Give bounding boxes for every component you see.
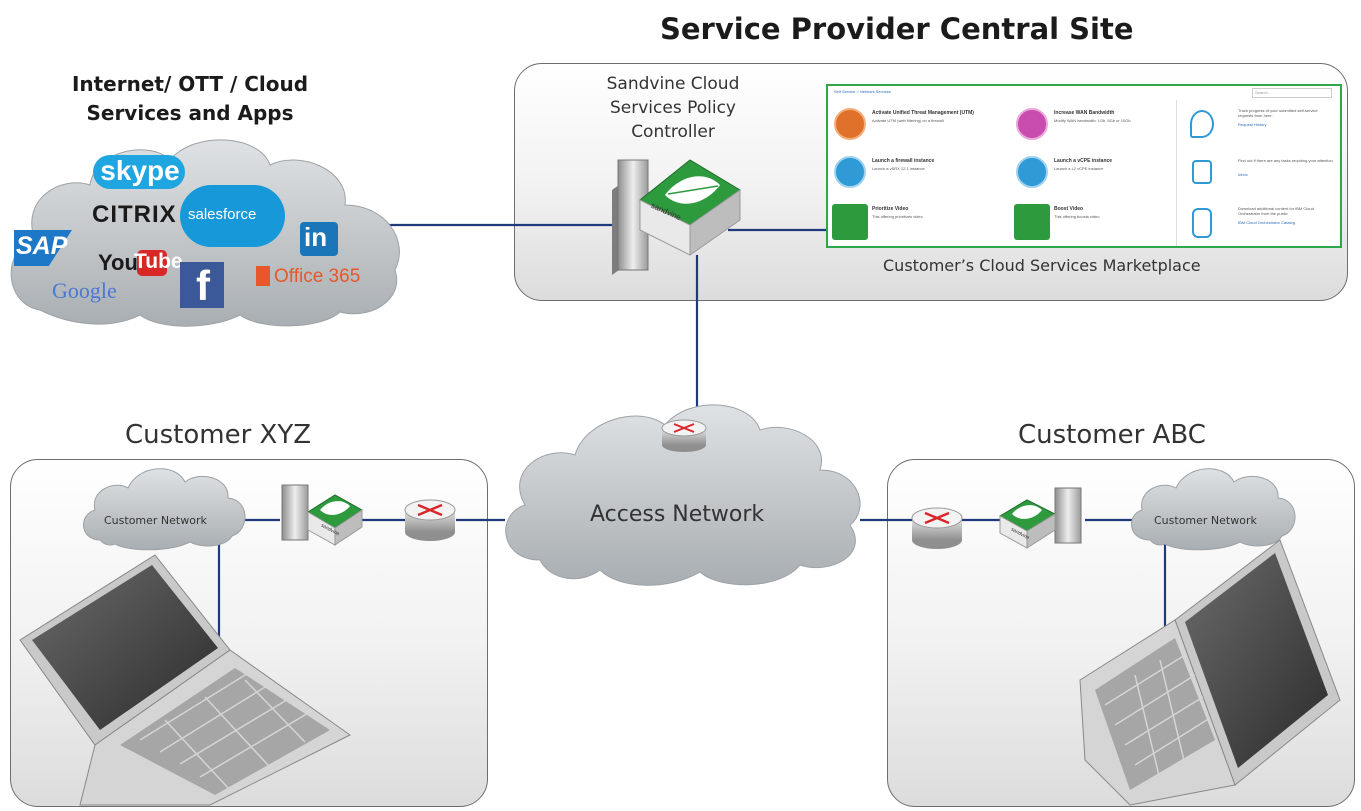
catalog-download-icon[interactable] — [1192, 208, 1212, 238]
marketplace-search-input[interactable]: Search... — [1252, 88, 1332, 98]
linkedin-logo — [300, 222, 338, 256]
marketplace-screenshot: Self Service > Network Services Search..… — [826, 84, 1342, 248]
central-site-title: Service Provider Central Site — [660, 12, 1134, 46]
controller-label-line-1: Sandvine Cloud — [606, 74, 740, 94]
linkedin-logo-text: in — [304, 222, 328, 252]
abc-laptop-icon — [1079, 539, 1341, 806]
marketplace-label: Customer’s Cloud Services Marketplace — [883, 256, 1201, 275]
vcpe-cloud-icon[interactable] — [1016, 156, 1048, 188]
inbox-icon[interactable] — [1192, 160, 1212, 184]
access-router-icon — [661, 419, 707, 452]
office365-icon — [256, 266, 270, 286]
prioritize-video-desc: This offering prioritizes video — [872, 214, 923, 219]
access-network-cloud — [505, 404, 861, 586]
controller-label: Sandvine Cloud Services Policy Controlle… — [568, 72, 778, 144]
youtube-tube-box — [137, 250, 167, 276]
youtube-tube-text: Tube — [134, 250, 183, 273]
marketplace-divider — [1176, 100, 1177, 246]
controller-label-line-3: Controller — [631, 122, 715, 142]
xyz-network-label: Customer Network — [104, 514, 207, 527]
abc-sandvine-device-icon — [998, 487, 1082, 549]
cloud-services-title: Internet/ OTT / Cloud Services and Apps — [30, 70, 350, 128]
prioritize-video-leaf-icon[interactable] — [832, 204, 868, 240]
inbox-text: Find out if there are any tasks requirin… — [1238, 158, 1334, 163]
wan-title[interactable]: Increase WAN Bandwidth — [1054, 110, 1115, 116]
office365-logo: Office 365 — [274, 266, 361, 287]
facebook-logo-text: f — [196, 262, 210, 309]
citrix-logo: CITRIX — [92, 201, 177, 228]
boost-video-title[interactable]: Boost Video — [1054, 206, 1084, 212]
controller-label-line-2: Services Policy — [610, 98, 736, 118]
abc-network-cloud — [1131, 468, 1296, 551]
request-history-text: Track progress of your submitted self-se… — [1238, 108, 1318, 118]
cloud-services-title-line-2: Services and Apps — [86, 101, 294, 125]
wan-desc: Modify WAN bandwidth: 1Gb, 5Gb or 10Gb — [1054, 118, 1131, 123]
boost-video-desc: This offering boosts video — [1054, 214, 1100, 219]
sap-logo-text: SAP — [16, 232, 68, 260]
xyz-network-cloud — [83, 468, 246, 551]
xyz-router-icon — [404, 499, 456, 541]
facebook-logo — [180, 262, 224, 308]
customer-abc-title: Customer ABC — [1018, 420, 1206, 450]
xyz-laptop-icon — [19, 554, 351, 806]
cloud-services-title-line-1: Internet/ OTT / Cloud — [71, 72, 309, 96]
skype-logo — [93, 155, 185, 189]
prioritize-video-title[interactable]: Prioritize Video — [872, 206, 909, 212]
boost-video-leaf-icon[interactable] — [1014, 204, 1050, 240]
firewall-cloud-icon[interactable] — [834, 156, 866, 188]
customer-xyz-title: Customer XYZ — [125, 420, 312, 450]
google-logo: Google — [52, 278, 117, 303]
marketplace-breadcrumb[interactable]: Self Service > Network Services — [834, 89, 892, 94]
wan-bandwidth-icon[interactable] — [1016, 108, 1048, 140]
xyz-sandvine-device-icon — [281, 484, 363, 546]
catalog-link[interactable]: IBM Cloud Orchestrator Catalog — [1238, 220, 1295, 225]
utm-desc: Activate UTM (web filtering) on a firewa… — [872, 118, 944, 123]
vcpe-desc: Launch a L2 vCPE instance — [1054, 166, 1104, 171]
inbox-link[interactable]: Inbox — [1238, 172, 1248, 177]
request-history-link[interactable]: Request History — [1238, 122, 1267, 127]
firewall-desc: Launch a vSRX 12.1 instance — [872, 166, 925, 171]
request-history-icon[interactable] — [1190, 110, 1214, 138]
utm-title[interactable]: Activate Unified Threat Management (UTM) — [872, 110, 974, 116]
abc-router-icon — [911, 507, 963, 549]
firewall-title[interactable]: Launch a firewall instance — [872, 158, 935, 164]
abc-network-label: Customer Network — [1154, 514, 1257, 527]
salesforce-cloud-shape — [180, 185, 285, 247]
vcpe-title[interactable]: Launch a vCPE instance — [1054, 158, 1113, 164]
utm-icon[interactable] — [834, 108, 866, 140]
skype-logo-text: skype — [100, 155, 180, 186]
catalog-text: Download additional content for IBM Clou… — [1238, 206, 1314, 216]
access-network-label: Access Network — [590, 502, 765, 527]
salesforce-logo: salesforce — [188, 206, 257, 223]
youtube-you-text: You — [98, 250, 138, 275]
sandvine-controller-icon — [612, 159, 741, 275]
